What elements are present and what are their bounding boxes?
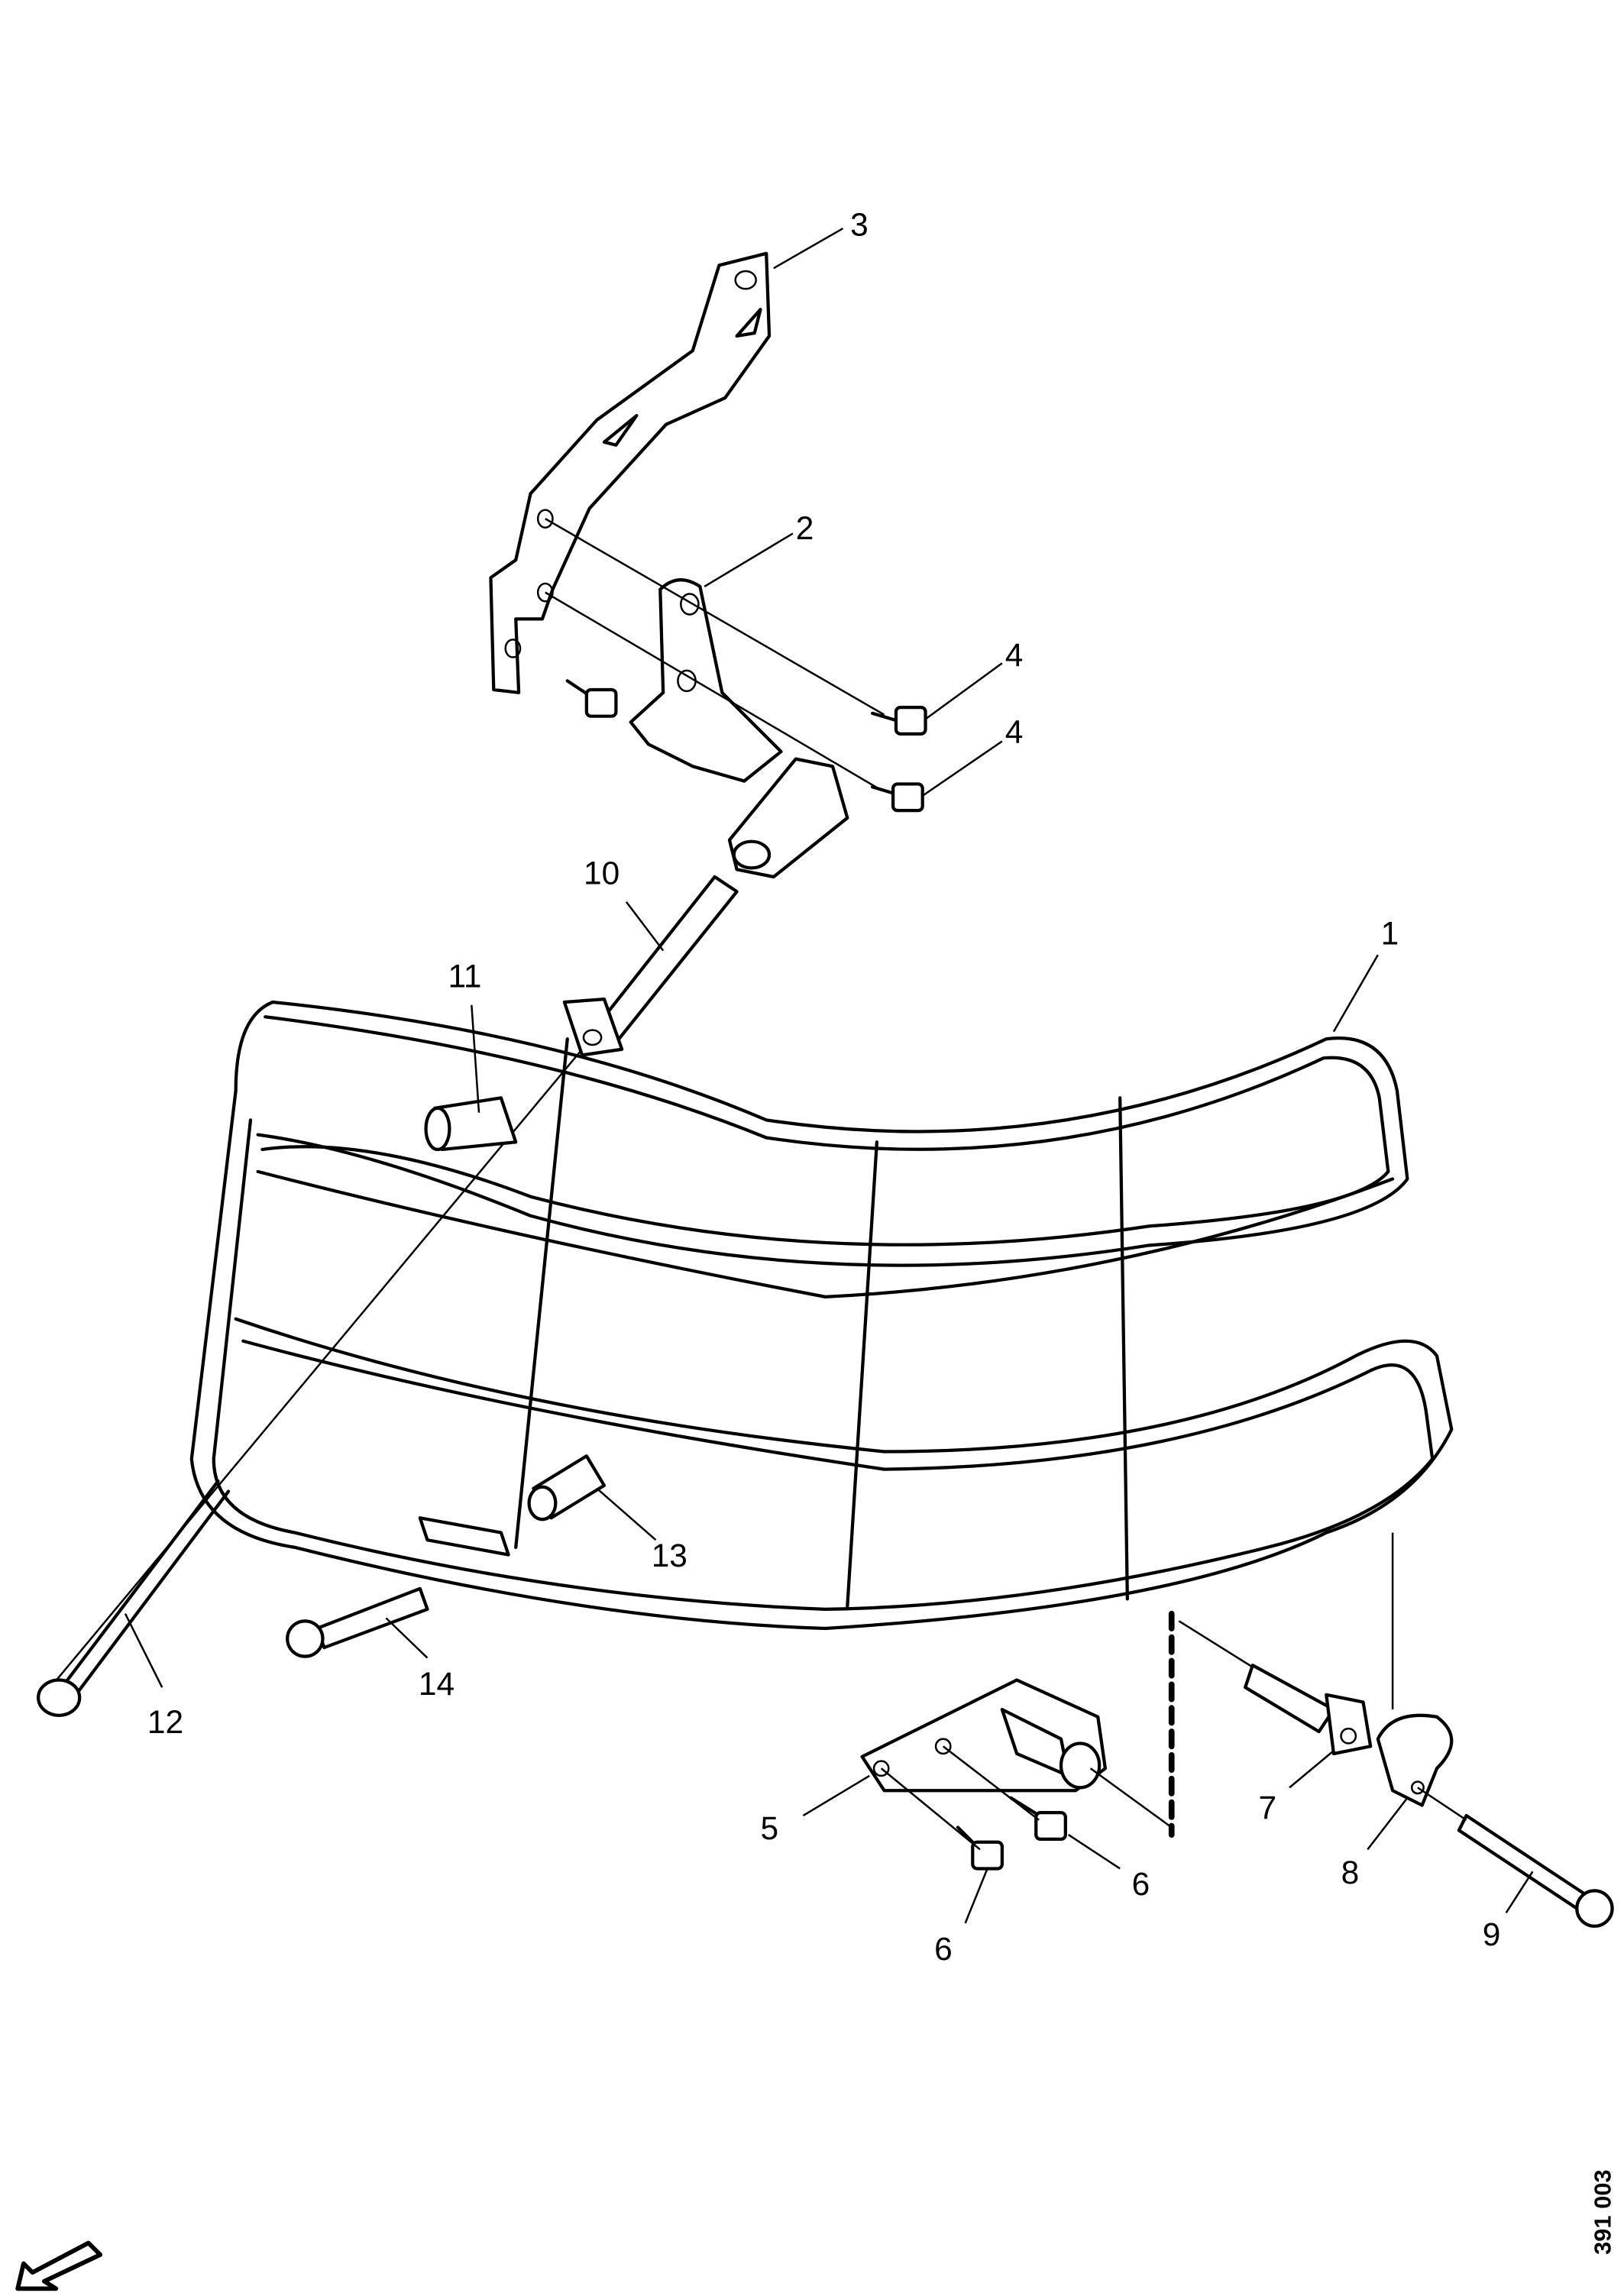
callout-14: 14 — [419, 1666, 455, 1702]
callout-4-upper: 4 — [1005, 637, 1024, 673]
part-2-bracket — [629, 578, 849, 879]
part-1-guard-frame — [189, 1000, 1454, 1631]
callout-6-right: 6 — [1132, 1866, 1150, 1902]
part-13-spacer — [527, 1454, 607, 1522]
callout-3: 3 — [850, 207, 869, 243]
part-4-bolt-upper — [870, 705, 927, 736]
callout-8: 8 — [1341, 1855, 1360, 1890]
part-10-tube — [562, 875, 739, 1057]
callout-12: 12 — [147, 1704, 183, 1740]
callout-13: 13 — [652, 1538, 687, 1573]
callout-7: 7 — [1259, 1790, 1277, 1825]
part-9-bolt — [1457, 1813, 1614, 1928]
callout-10: 10 — [584, 855, 620, 891]
callouts: 3 2 4 4 10 1 11 13 12 14 5 6 6 7 8 9 — [124, 207, 1534, 1967]
part-5-bracket — [860, 1678, 1108, 1793]
part-6-bolt-right — [1009, 1796, 1067, 1842]
part-7-pin — [1244, 1664, 1373, 1756]
callout-2: 2 — [796, 510, 814, 546]
callout-5: 5 — [760, 1810, 778, 1846]
part-4-bolt-lower — [870, 782, 924, 813]
callout-6-lower: 6 — [934, 1931, 953, 1967]
callout-11: 11 — [448, 959, 481, 994]
part-8-clamp — [1376, 1713, 1454, 1807]
direction-arrow-icon — [15, 2240, 103, 2291]
drawing-number: 391 003 — [1590, 2169, 1616, 2255]
part-6-bolt-lower — [956, 1825, 1004, 1871]
bolt-left-bracket — [565, 679, 618, 718]
part-3-bracket — [489, 251, 772, 694]
callout-9: 9 — [1483, 1916, 1501, 1952]
part-14-bolt — [286, 1516, 510, 1658]
callout-1: 1 — [1381, 916, 1399, 952]
part-12-long-bolt — [37, 1479, 231, 1717]
part-11-spacer — [424, 1096, 518, 1152]
callout-4-lower: 4 — [1005, 713, 1024, 749]
